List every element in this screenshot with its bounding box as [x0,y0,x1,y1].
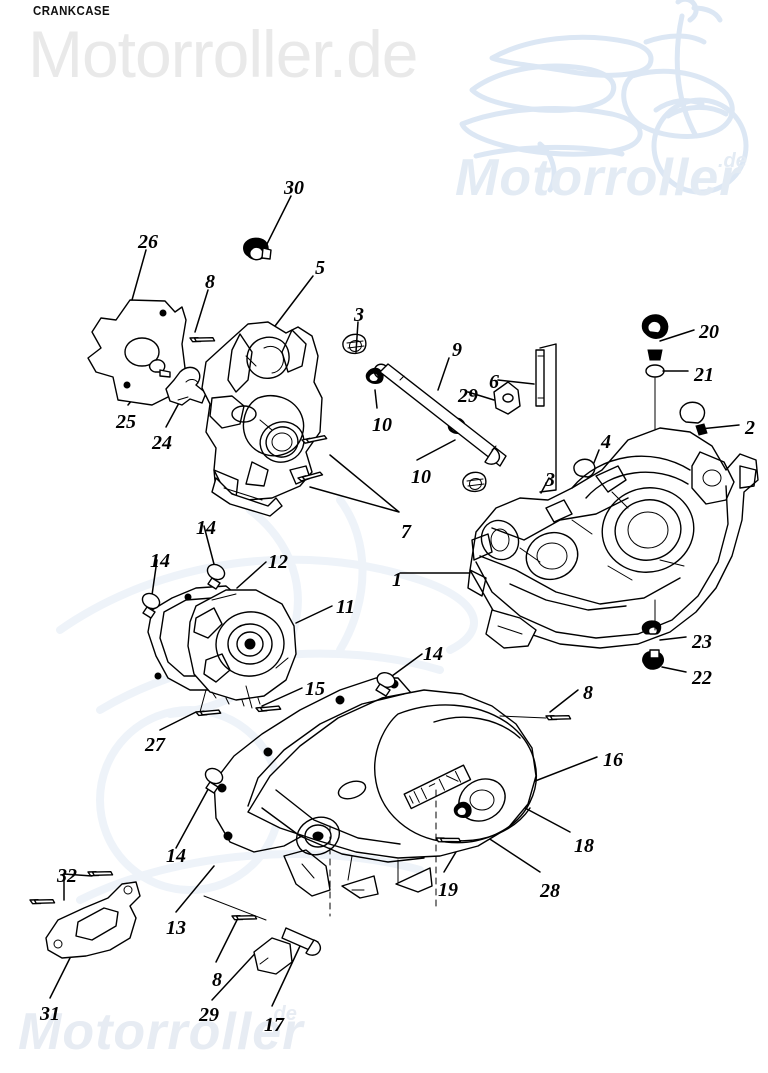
part-25-dowel-pin [148,359,171,378]
screw-guides [199,685,253,713]
callout-number-14: 14 [150,550,170,572]
callout-number-14: 14 [166,845,186,867]
callout-number-8: 8 [212,969,222,991]
callout-number-30: 30 [284,177,304,199]
part-20-drain-bolt [641,314,669,361]
callout-number-23: 23 [692,631,712,653]
part-21-sealing-ring [645,364,665,378]
part-14-dowel-d [204,767,224,794]
callout-number-20: 20 [699,321,719,343]
callout-number-9: 9 [452,339,462,361]
part-3-bearing-upper [342,333,367,355]
part-29-clip-lower [253,937,293,975]
part-14-dowel-a [206,563,226,590]
callout-number-14: 14 [196,517,216,539]
part-28-nut [453,801,472,819]
callout-number-25: 25 [116,411,136,433]
callout-number-3: 3 [545,469,555,491]
part-6-rod [535,343,557,493]
part-3-bearing-lower [462,471,487,493]
callout-number-28: 28 [540,880,560,902]
part-32-screw-a [86,861,115,886]
callout-number-6: 6 [489,371,499,393]
callout-number-5: 5 [315,257,325,279]
callout-number-29: 29 [199,1004,219,1026]
callout-number-21: 21 [694,364,714,386]
part-14-dowel-c [375,672,396,697]
screw-guide-cover [499,715,547,719]
part-16-cvt-cover [247,689,537,917]
callout-number-14: 14 [423,643,443,665]
part-1-right-crankcase [467,427,759,649]
callout-number-18: 18 [574,835,594,857]
callout-number-8: 8 [583,682,593,704]
callout-number-3: 3 [354,304,364,326]
part-2-dowel-pin [679,401,708,436]
callout-number-26: 26 [138,231,158,253]
part-26-gasket [87,299,187,406]
part-9-kickstarter-shaft [373,363,507,467]
callout-number-27: 27 [145,734,165,756]
callout-number-16: 16 [603,749,623,771]
part-31-heat-shield [45,881,141,959]
part-8-screw-cover [544,705,573,730]
part-23-washer [641,620,662,635]
callout-number-19: 19 [438,879,458,901]
callout-number-24: 24 [152,432,172,454]
callout-number-8: 8 [205,271,215,293]
callout-number-10: 10 [372,414,392,436]
callout-number-13: 13 [166,917,186,939]
part-14-dowel-b [141,592,161,619]
callout-number-29: 29 [458,385,478,407]
part-24-kick-arm [165,366,207,406]
part-8-screw-upper [188,327,217,352]
callout-number-31: 31 [40,1003,60,1025]
callout-number-1: 1 [392,569,402,591]
callout-number-17: 17 [264,1014,284,1036]
callout-number-22: 22 [692,667,712,689]
part-5-left-crankcase [201,321,323,517]
callout-number-2: 2 [745,417,755,439]
part-22-drain-plug [642,649,664,670]
part-11-pump-cover [187,589,297,707]
part-32-screw-b [28,889,57,914]
callout-number-15: 15 [305,678,325,700]
callout-number-12: 12 [268,551,288,573]
part-30-plug [243,237,272,261]
callout-number-11: 11 [336,596,355,618]
callout-number-10: 10 [411,466,431,488]
part-27-screw [194,701,223,724]
callout-number-4: 4 [601,431,611,453]
callout-number-7: 7 [401,521,411,543]
callout-number-32: 32 [57,865,77,887]
part-29-clip-upper [493,381,521,415]
lower-guide [203,895,267,921]
part-17-dowel [281,927,322,956]
page-title: CRANKCASE [33,3,111,18]
